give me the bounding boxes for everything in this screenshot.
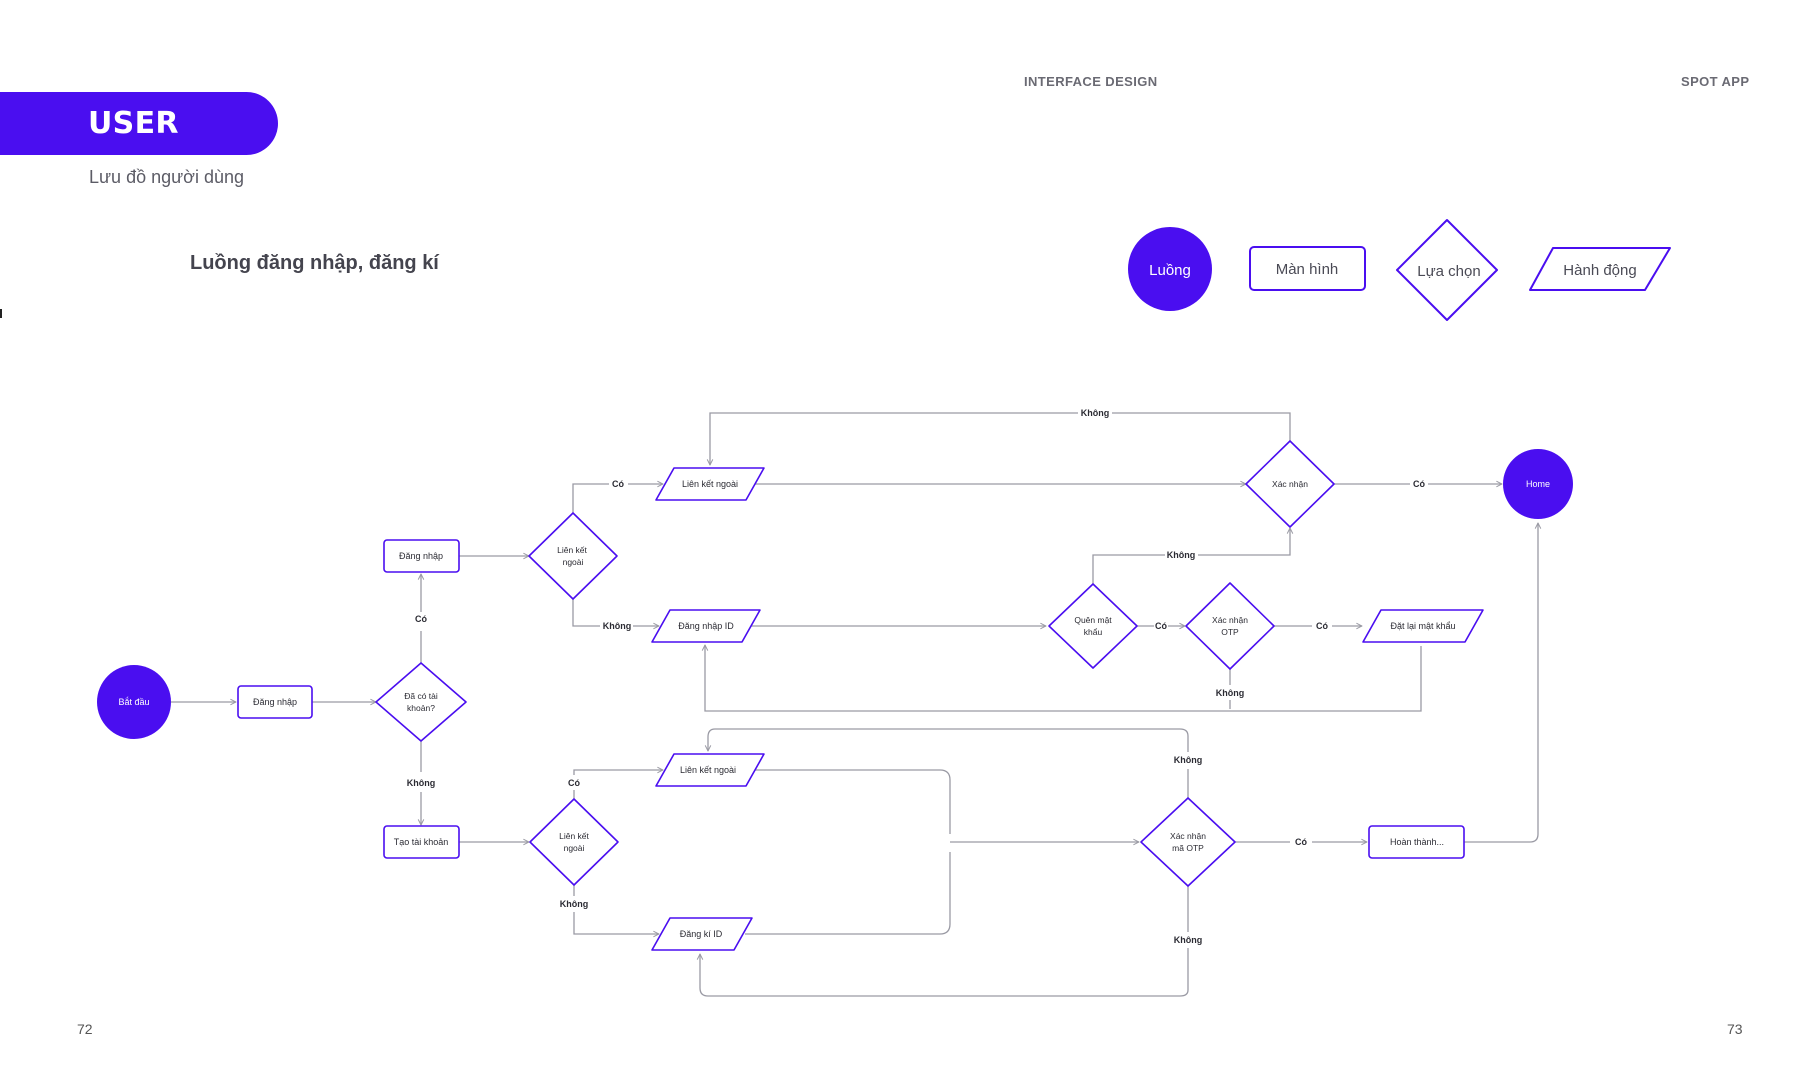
- node-forgot-password-line2: khẩu: [1084, 627, 1103, 637]
- node-finish: [1368, 825, 1465, 859]
- header-app-name: SPOT APP: [1681, 74, 1750, 89]
- edge-link-q2-yes-b: [573, 770, 663, 775]
- node-reset-password-label: Đặt lại mật khẩu: [1390, 621, 1455, 631]
- node-login-screen: [237, 685, 313, 719]
- legend-choice-shape: [1396, 219, 1498, 321]
- node-finish-label: Hoàn thành...: [1390, 837, 1444, 847]
- edge-label-forgot-no: Không: [1167, 550, 1196, 560]
- node-create-account: [383, 825, 460, 859]
- edge-link-q2-no-b: [573, 912, 659, 934]
- legend-action-shape: [1529, 247, 1671, 291]
- node-link-external-top: [655, 467, 765, 501]
- node-confirm: [1245, 440, 1335, 528]
- page-number-left: 72: [77, 1021, 93, 1037]
- edge-reset-loop: [705, 645, 1422, 712]
- edge-forgot-no-a: [1092, 554, 1165, 585]
- node-verify-otp-code-line1: Xác nhận: [1170, 831, 1206, 841]
- edge-label-otp-yes: Có: [1316, 621, 1328, 631]
- node-start-label: Bắt đầu: [118, 697, 149, 707]
- edge-link-q-no-a: [572, 598, 600, 627]
- legend-flow-shape: [1128, 227, 1212, 311]
- node-verify-otp-line2: OTP: [1221, 627, 1239, 637]
- node-verify-otp: [1185, 582, 1275, 670]
- node-verify-otp-code-line2: mã OTP: [1172, 843, 1204, 853]
- node-confirm-label: Xác nhận: [1272, 479, 1308, 489]
- node-link-question-top-line2: ngoài: [563, 557, 584, 567]
- legend-action-label: Hành động: [1563, 262, 1636, 279]
- node-link-external-bottom-label: Liên kết ngoài: [680, 765, 736, 775]
- node-register-id-label: Đăng kí ID: [680, 929, 723, 939]
- edge-label-link-q-yes: Có: [612, 479, 624, 489]
- edge-label-confirm-yes: Có: [1413, 479, 1425, 489]
- node-forgot-password: [1048, 583, 1138, 669]
- legend-choice-label: Lựa chọn: [1417, 263, 1480, 280]
- node-has-account: [375, 662, 467, 742]
- edge-register-merge: [745, 852, 951, 935]
- edge-label-otp-code-no-bottom: Không: [1174, 935, 1203, 945]
- edge-confirm-no-loop-a: [1112, 412, 1291, 441]
- connectors: [171, 412, 1538, 997]
- nodes: Bắt đầu Đăng nhập Đã có tài khoản? Đăng …: [97, 440, 1573, 951]
- node-link-question-top: [528, 512, 618, 600]
- page-number-right: 73: [1727, 1021, 1743, 1037]
- edge-otp-code-no-top-b: [708, 728, 1189, 752]
- node-login-id-label: Đăng nhập ID: [678, 621, 734, 631]
- node-link-question-bottom-line2: ngoài: [564, 843, 585, 853]
- node-home-label: Home: [1526, 479, 1550, 489]
- header-category: INTERFACE DESIGN: [1024, 74, 1158, 89]
- edge-label-otp-no: Không: [1216, 688, 1245, 698]
- node-start: [97, 665, 171, 739]
- node-forgot-password-line1: Quên mật: [1074, 615, 1112, 625]
- legend: Luồng Màn hình Lựa chọn Hành động: [1128, 219, 1671, 321]
- legend-flow-label: Luồng: [1149, 262, 1191, 279]
- edge-otp-code-no-bottom-b: [700, 948, 1189, 997]
- node-link-external-top-label: Liên kết ngoài: [682, 479, 738, 489]
- node-link-external-bottom: [655, 753, 765, 787]
- node-link-question-bottom: [529, 798, 619, 886]
- edge-confirm-no-loop-b: [710, 412, 1078, 465]
- node-home: [1503, 449, 1573, 519]
- node-has-account-line1: Đã có tài: [404, 691, 438, 701]
- edge-label-link-q2-no: Không: [560, 899, 589, 909]
- page-subtitle: Lưu đồ người dùng: [89, 167, 245, 187]
- edge-label-link-q2-yes: Có: [568, 778, 580, 788]
- edge-label-confirm-no: Không: [1081, 408, 1110, 418]
- legend-screen-label: Màn hình: [1276, 261, 1339, 278]
- edge-label-has-account-yes: Có: [415, 614, 427, 624]
- node-create-account-label: Tạo tài khoản: [394, 837, 449, 847]
- edge-label-otp-code-yes: Có: [1295, 837, 1307, 847]
- node-login: [383, 539, 460, 573]
- node-register-id: [651, 917, 753, 951]
- node-link-question-top-line1: Liên kết: [557, 545, 587, 555]
- node-login-screen-label: Đăng nhập: [253, 697, 297, 707]
- edge-labels: Có Không Có Không Không Có Không Có Có K…: [407, 408, 1426, 945]
- node-link-question-bottom-line1: Liên kết: [559, 831, 589, 841]
- edge-label-forgot-yes: Có: [1155, 621, 1167, 631]
- edge-label-has-account-no: Không: [407, 778, 436, 788]
- edge-label-otp-code-no-top: Không: [1174, 755, 1203, 765]
- node-login-label: Đăng nhập: [399, 551, 443, 561]
- title-pill: USER FLOW: [0, 92, 278, 204]
- edge-forgot-no-b: [1198, 528, 1290, 556]
- node-reset-password: [1362, 609, 1484, 643]
- node-verify-otp-code: [1140, 797, 1236, 887]
- node-login-id: [651, 609, 761, 643]
- edge-finish-home: [1464, 523, 1538, 843]
- edge-link-q-yes-a: [572, 483, 609, 513]
- page-title: USER FLOW: [88, 106, 187, 204]
- edge-mark: [0, 309, 2, 318]
- legend-screen-shape: [1249, 246, 1366, 291]
- edge-link-ext2-merge: [752, 769, 951, 834]
- section-title: Luồng đăng nhập, đăng kí: [190, 252, 439, 274]
- node-has-account-line2: khoản?: [407, 703, 435, 713]
- edge-label-link-q-no: Không: [603, 621, 632, 631]
- node-verify-otp-line1: Xác nhận: [1212, 615, 1248, 625]
